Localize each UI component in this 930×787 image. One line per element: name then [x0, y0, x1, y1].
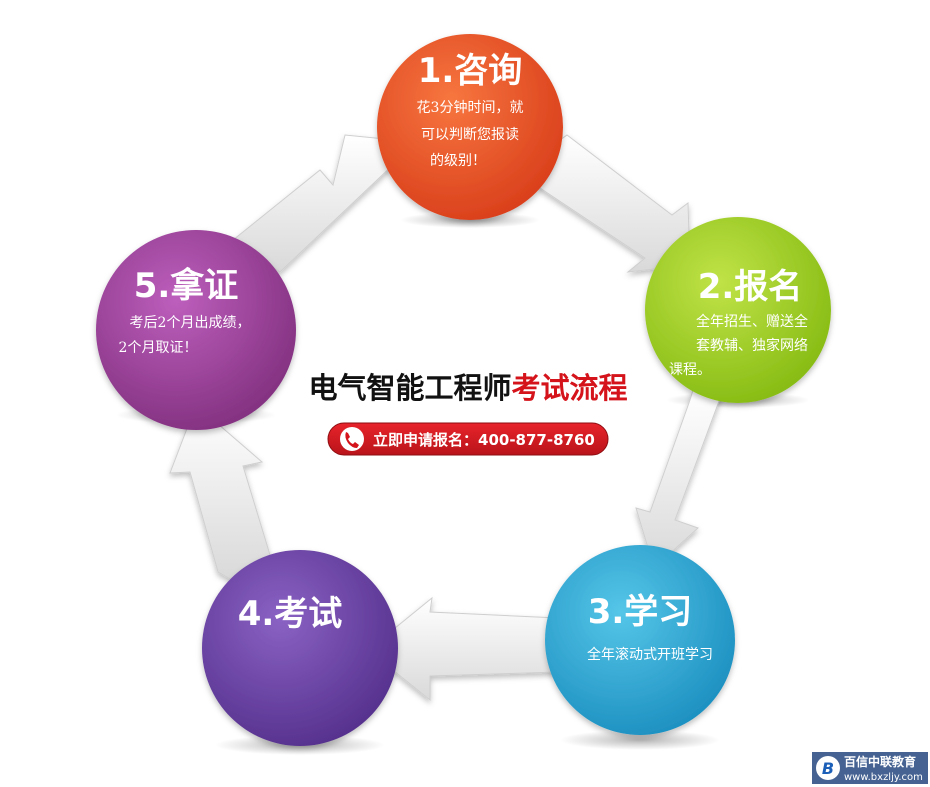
step-consult-desc-line-1: 花3分钟时间，就	[417, 99, 524, 116]
center-title-main: 电气智能工程师	[308, 371, 511, 405]
step-consult-desc-line-3: 的级别！	[430, 153, 486, 169]
arrow-step4-to-step5	[169, 404, 275, 581]
hotline-label: 立即申请报名：	[373, 431, 478, 449]
arrow-step3-to-step4	[367, 596, 559, 702]
hotline-button[interactable]: 立即申请报名：400-877-8760	[327, 422, 609, 456]
watermark-logo	[816, 756, 840, 780]
step-certificate-title: 5.拿证	[134, 266, 239, 306]
step-register-circle	[645, 217, 831, 403]
step-register-desc-line-1: 全年招生、赠送全	[696, 313, 808, 330]
hotline-text: 立即申请报名：400-877-8760	[373, 431, 595, 449]
hotline-pill[interactable]	[327, 422, 609, 456]
step-register-desc-line-2: 套教辅、独家网络	[696, 337, 808, 354]
phone-icon	[345, 432, 359, 448]
step-certificate-circle	[96, 230, 296, 430]
watermark: B 百信中联教育 www.bxzljy.com	[812, 752, 928, 784]
step-register-title: 2.报名	[698, 267, 803, 307]
step-consult-title: 1.咨询	[418, 51, 523, 91]
step-study-desc-line-1: 全年滚动式开班学习	[587, 646, 713, 663]
watermark-name: 百信中联教育	[844, 754, 916, 769]
step-study-title: 3.学习	[588, 592, 693, 632]
step-consult: 1.咨询 花3分钟时间，就 可以判断您报读 的级别！	[377, 34, 563, 220]
center-title-highlight: 考试流程	[512, 371, 628, 405]
step-certificate: 5.拿证 考后2个月出成绩， 2个月取证！	[96, 230, 296, 430]
step-exam-circle	[202, 550, 398, 746]
step-certificate-desc-line-2: 2个月取证！	[119, 340, 198, 356]
hotline-number: 400-877-8760	[478, 431, 595, 449]
step-study-circle	[545, 545, 735, 735]
step-exam-title: 4.考试	[238, 594, 343, 634]
step-register: 2.报名 全年招生、赠送全 套教辅、独家网络 课程。	[645, 217, 831, 403]
center-title: 电气智能工程师考试流程	[308, 371, 627, 405]
step-register-desc-line-3: 课程。	[669, 362, 711, 378]
step-consult-circle	[377, 34, 563, 220]
step-study: 3.学习 全年滚动式开班学习	[545, 545, 735, 735]
phone-icon-bg	[340, 427, 364, 451]
cycle-arrows	[169, 134, 723, 702]
step-consult-desc-line-2: 可以判断您报读	[421, 126, 519, 143]
step-exam: 4.考试	[202, 550, 398, 746]
step-certificate-desc-line-1: 考后2个月出成绩，	[130, 315, 251, 331]
watermark-url: www.bxzljy.com	[844, 772, 923, 783]
watermark-logo-letter: B	[822, 759, 834, 778]
arrow-step2-to-step3	[635, 389, 723, 569]
shadow-step-3	[560, 730, 720, 750]
